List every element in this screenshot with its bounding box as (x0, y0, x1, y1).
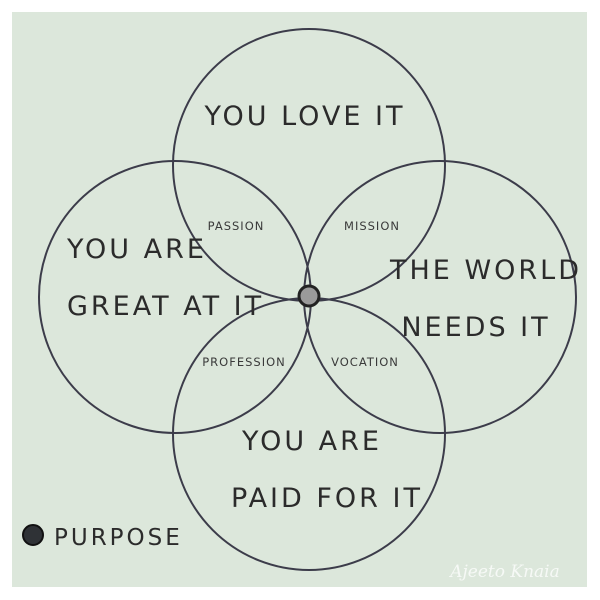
center-purpose-dot (297, 284, 321, 308)
label-great-at-it: GREAT AT IT (67, 291, 264, 322)
label-needs-it: NEEDS IT (401, 312, 550, 343)
legend-dot (22, 524, 44, 546)
label-vocation: VOCATION (331, 355, 399, 369)
legend-label-purpose: PURPOSE (54, 525, 183, 551)
label-the-world: THE WORLD (389, 255, 582, 286)
label-paid-for-it: PAID FOR IT (231, 483, 423, 514)
label-you-love-it: YOU LOVE IT (203, 101, 405, 132)
label-profession: PROFESSION (202, 355, 286, 369)
signature-watermark: Ajeeto Knaia (448, 562, 560, 582)
label-you-are: YOU ARE (66, 234, 207, 265)
label-you-are-bottom: YOU ARE (241, 426, 382, 457)
label-passion: PASSION (208, 219, 265, 233)
label-mission: MISSION (344, 219, 400, 233)
